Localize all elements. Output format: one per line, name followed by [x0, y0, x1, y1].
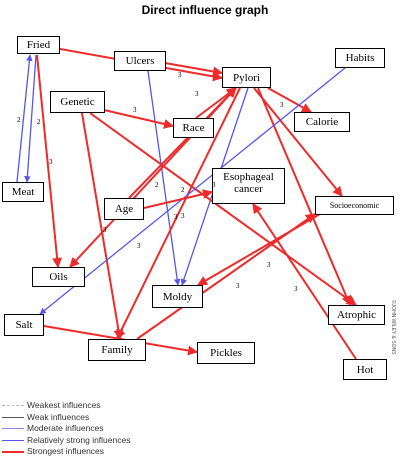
- node-ulcers-label: Ulcers: [125, 55, 155, 67]
- edge-weight-hot-to-esophageal: 3: [294, 285, 298, 293]
- node-hot-label: Hot: [356, 363, 374, 376]
- edge-meat-to-fried: [16, 54, 33, 183]
- node-ulcers: Ulcers: [114, 51, 166, 71]
- node-fried-label: Fried: [26, 39, 51, 51]
- edge-age-to-pylori: [128, 87, 237, 199]
- node-salt: Salt: [4, 314, 44, 336]
- edge-weight-pylori-to-oils: 2: [181, 186, 185, 194]
- node-hot: Hot: [343, 359, 387, 380]
- edge-weight-age-to-esophageal: 3: [181, 212, 185, 220]
- edge-ulcers-to-pylori: [164, 62, 223, 77]
- node-habits-label: Habits: [345, 52, 375, 64]
- legend-swatch: [2, 416, 24, 418]
- edge-weight-ulcers-to-moldy: 3: [174, 213, 178, 221]
- legend-label: Weakest influences: [27, 400, 101, 410]
- node-calorie: Calorie: [294, 112, 350, 132]
- node-genetic: Genetic: [50, 91, 105, 113]
- node-pickles-label: Pickles: [210, 347, 242, 359]
- node-socioeconomic: Socioeconomic: [315, 196, 394, 215]
- node-pylori-label: Pylori: [233, 71, 260, 84]
- edge-weight-race-to-pylori: 3: [195, 90, 199, 98]
- edge-weight-genetic-to-atrophic: 3: [267, 261, 271, 269]
- edge-pylori-to-calorie: [267, 87, 312, 113]
- node-socioeconomic-label: Socioeconomic: [329, 200, 380, 210]
- edge-weight-fried-to-meat: 2: [37, 118, 41, 126]
- edge-weight-pylori-to-moldy: 3: [212, 181, 216, 189]
- node-fried: Fried: [17, 36, 60, 54]
- edge-socioeconomic-to-moldy: [197, 213, 321, 286]
- node-pickles: Pickles: [197, 342, 255, 364]
- edge-fried-to-oils: [36, 54, 63, 268]
- edge-genetic-to-atrophic: [89, 112, 357, 306]
- node-salt-label: Salt: [15, 319, 33, 331]
- node-esophageal-label-line: Esophageal: [223, 171, 274, 183]
- edge-genetic-to-race: [103, 109, 174, 129]
- edge-pylori-to-family: [116, 87, 241, 340]
- edge-fried-to-meat: [24, 54, 37, 183]
- edge-weight-fried-to-oils: 3: [49, 158, 53, 166]
- edge-weight-family-to-socioeconomic: 3: [137, 242, 141, 250]
- node-race: Race: [173, 118, 214, 138]
- legend-label: Weak influences: [27, 411, 90, 422]
- node-moldy: Moldy: [152, 285, 203, 308]
- node-habits: Habits: [335, 48, 385, 68]
- node-esophageal-label-line: cancer: [234, 183, 263, 195]
- node-genetic-label: Genetic: [60, 96, 95, 108]
- legend-label: Moderate influences: [27, 423, 104, 433]
- node-family: Family: [88, 339, 146, 361]
- node-family-label: Family: [101, 344, 133, 356]
- edge-weight-pylori-to-calorie: 3: [280, 101, 284, 109]
- node-age-label: Age: [114, 203, 134, 215]
- figure-title: Direct influence graph: [141, 3, 269, 17]
- node-oils-label: Oils: [49, 271, 68, 283]
- edge-pylori-to-atrophic: [257, 87, 352, 306]
- edge-habits-to-salt: [39, 67, 346, 315]
- node-moldy-label: Moldy: [162, 290, 193, 303]
- edge-weight-ulcers-to-pylori: 3: [178, 71, 182, 79]
- legend-swatch: [2, 451, 24, 453]
- legend-label: Relatively strong influences: [27, 434, 131, 445]
- copyright-credit: ©JOHN WILEY & SONS: [390, 300, 396, 355]
- legend-swatch: [2, 428, 24, 429]
- edge-hot-to-esophageal: [252, 203, 357, 360]
- edge-weight-genetic-to-race: 3: [133, 106, 137, 114]
- edge-weight-genetic-to-family: 3: [103, 226, 107, 234]
- edge-weight-socioeconomic-to-moldy: 3: [236, 282, 240, 290]
- edge-weight-age-to-pylori: 2: [155, 181, 159, 189]
- legend-swatch: [2, 405, 24, 406]
- node-meat-label: Meat: [11, 186, 35, 198]
- node-meat: Meat: [2, 182, 44, 202]
- edge-weight-meat-to-fried: 2: [17, 116, 21, 124]
- node-atrophic-label: Atrophic: [336, 309, 377, 321]
- edge-family-to-socioeconomic: [136, 213, 316, 340]
- edge-ulcers-to-moldy: [147, 70, 181, 286]
- node-pylori: Pylori: [222, 67, 271, 88]
- node-atrophic: Atrophic: [328, 305, 385, 325]
- edge-age-to-esophageal: [143, 189, 213, 209]
- edge-race-to-pylori: [195, 87, 237, 119]
- node-race-label: Race: [182, 122, 205, 134]
- edge-pylori-to-socioeconomic: [253, 87, 343, 197]
- node-oils: Oils: [32, 267, 85, 287]
- node-age: Age: [104, 198, 144, 220]
- edge-genetic-to-family: [81, 112, 124, 340]
- legend-swatch: [2, 439, 24, 441]
- node-calorie-label: Calorie: [305, 116, 339, 128]
- legend-label: Strongest influences: [27, 446, 105, 456]
